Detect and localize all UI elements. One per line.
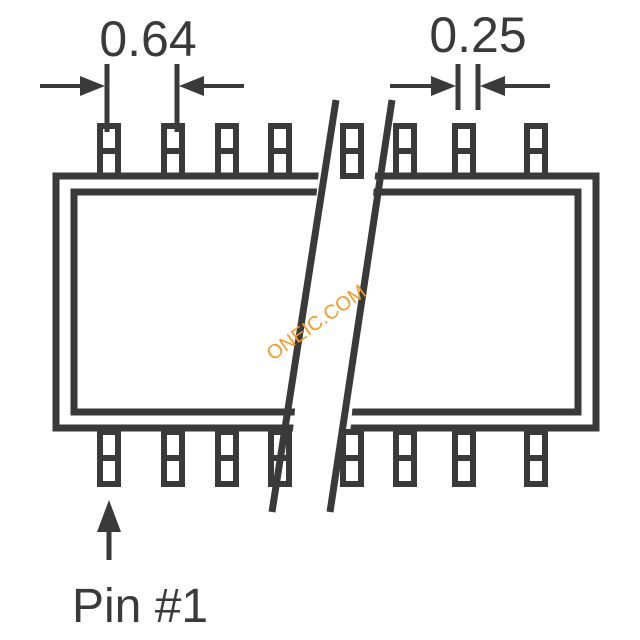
width-dimension: 0.25: [390, 7, 550, 110]
top-pin-1: [97, 123, 121, 179]
bottom-pin-7: [452, 429, 476, 487]
bottom-pin-4: [268, 429, 292, 487]
bottom-pin-8: [524, 429, 548, 487]
width-arrow-right-icon: [480, 76, 505, 96]
package-body-inner-right: [330, 188, 582, 416]
top-pin-5: [340, 123, 364, 179]
width-value: 0.25: [429, 7, 526, 63]
top-pin-6: [393, 123, 417, 179]
top-pin-7: [452, 123, 476, 179]
top-pin-2: [161, 123, 185, 179]
bottom-pin-3: [215, 429, 239, 487]
break-line-left: [268, 99, 340, 513]
pin1-label: Pin #1: [72, 580, 208, 633]
package-right-half: [330, 172, 600, 432]
top-pin-8: [524, 123, 548, 179]
top-pin-4: [268, 123, 292, 179]
package-body-outer-right: [330, 172, 600, 432]
pitch-value: 0.64: [99, 11, 196, 67]
pitch-dimension: 0.64: [40, 11, 244, 132]
top-pin-3: [215, 123, 239, 179]
pitch-arrow-right-icon: [179, 76, 204, 96]
bottom-pin-6: [393, 429, 417, 487]
pins-group: [97, 123, 548, 487]
bottom-pin-1: [97, 429, 121, 487]
bottom-pin-2: [161, 429, 185, 487]
pin1-arrow-icon: [97, 500, 121, 532]
pitch-arrow-left-icon: [80, 76, 105, 96]
width-arrow-left-icon: [431, 76, 456, 96]
bottom-pin-5: [340, 429, 364, 487]
pin1-indicator: Pin #1: [72, 500, 208, 633]
